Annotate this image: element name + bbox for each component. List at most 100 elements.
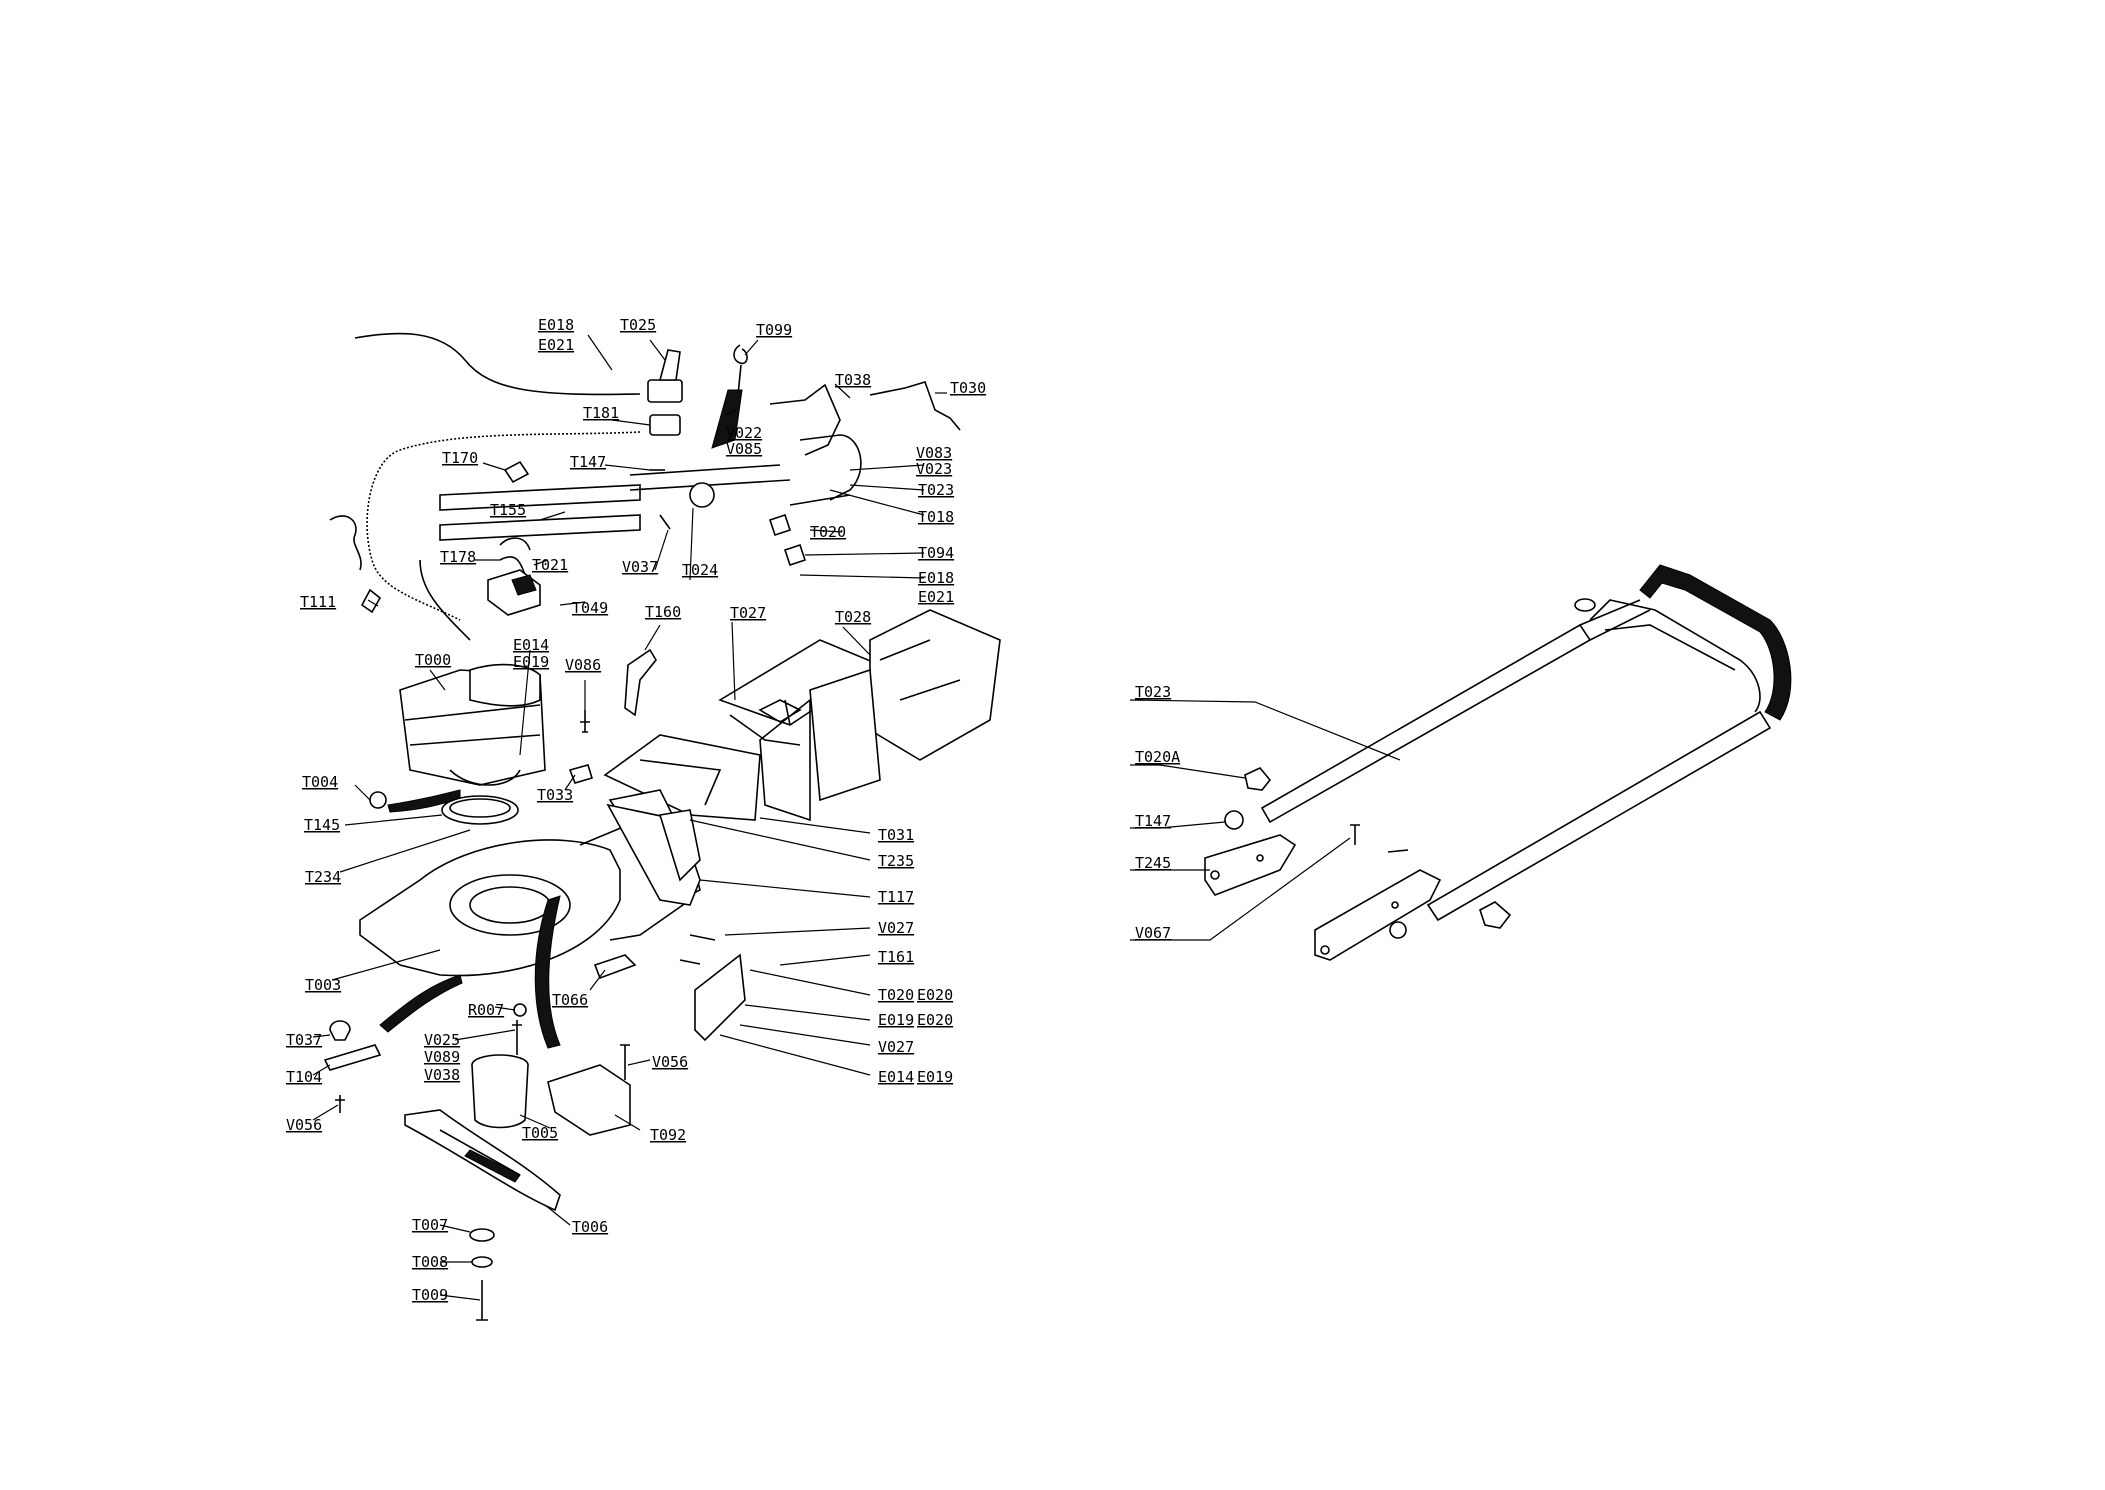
part-label-t007: T007 [412,1216,448,1234]
part-label-v037: V037 [622,558,658,576]
part-label-v085: V085 [726,440,762,458]
part-label-t049: T049 [572,599,608,617]
part-label-t025: T025 [620,316,656,334]
part-label-v056-a: V056 [652,1053,688,1071]
part-label-t147-a: T147 [570,453,606,471]
bolt-right [1387,849,1409,853]
part-label-t000: T000 [415,651,451,669]
part-label-e019-b: E019 [878,1011,914,1029]
rubber-strap [534,895,561,1049]
clip [329,1020,351,1041]
part-label-e019-a: E019 [513,653,549,671]
part-label-t031: T031 [878,826,914,844]
part-label-t006: T006 [572,1218,608,1236]
handle-knob-t147 [1224,810,1244,830]
part-label-v067: V067 [1135,924,1171,942]
part-label-e018-b: E018 [918,569,954,587]
part-label-v025: V025 [424,1031,460,1049]
control-rod [769,381,961,456]
blade-adapter [471,1054,529,1129]
deck-bracket [593,954,637,980]
handle-grip [1639,564,1792,721]
part-label-t020a: T020A [1135,748,1180,766]
part-t094 [783,543,807,567]
part-label-t020-a: T020 [810,523,846,541]
part-label-v056-b: V056 [286,1116,322,1134]
handle-tube-upper [1260,623,1592,824]
handle-clip [1574,598,1596,612]
catcher-frame-inner [758,699,802,723]
handle-knob-right [1479,901,1512,929]
part-label-t027: T027 [730,604,766,622]
part-label-t020-b: T020 [878,986,914,1004]
knob-t024 [689,482,715,508]
part-label-t147-b: T147 [1135,812,1171,830]
part-label-t161: T161 [878,948,914,966]
knob-lower [1389,921,1407,939]
part-label-e014-a: E014 [513,636,549,654]
screw-v056-b [620,1044,630,1080]
screw-v037 [659,514,671,530]
handle-leader-lines [1129,699,1401,941]
spring [733,344,748,396]
handle-bracket-right [1314,869,1442,961]
grass-catcher-bag [759,609,1001,822]
part-label-r007: R007 [468,1001,504,1019]
handle-bar [439,484,641,541]
part-label-t111: T111 [300,593,336,611]
handle-assembly-view [1204,564,1792,961]
part-label-t117: T117 [878,888,914,906]
part-label-t155: T155 [490,501,526,519]
part-label-t009: T009 [412,1286,448,1304]
part-label-t030: T030 [950,379,986,397]
part-label-v023: V023 [916,460,952,478]
part-label-t024: T024 [682,561,718,579]
cutting-blade [404,1109,561,1212]
part-label-t099: T099 [756,321,792,339]
part-label-v022: V022 [726,424,762,442]
bolt-v027 [679,934,716,965]
part-label-t003: T003 [305,976,341,994]
part-label-e019-c: E019 [917,1068,953,1086]
bolt-v038 [512,1020,522,1055]
part-label-t094: T094 [918,544,954,562]
washer-r007 [513,1003,527,1017]
part-label-v038: V038 [424,1066,460,1084]
wire-clamp [499,537,531,576]
brake-cable [366,431,641,621]
part-label-e014-b: E014 [878,1068,914,1086]
handle-bracket [694,953,746,1042]
part-label-t178: T178 [440,548,476,566]
chute-plug [568,764,594,784]
handle-bracket-t245 [1204,834,1297,896]
belt-ring [441,795,519,825]
part-label-e018-a: E018 [538,316,574,334]
part-label-t023-b: T023 [1135,683,1171,701]
part-label-t005: T005 [522,1124,558,1142]
spring-coil [711,389,743,449]
switch-box [487,569,541,616]
bolt-v067 [1350,824,1360,845]
bracket-t020 [768,513,792,537]
handle-tube-lower [1426,710,1772,922]
throttle-lever [647,349,683,436]
part-label-v089: V089 [424,1048,460,1066]
mower-assembly-exploded-view [323,332,1001,1321]
grip-switch [329,515,382,614]
discharge-flap [658,809,701,882]
wire-harness [419,559,471,641]
leader-lines [312,334,947,1301]
washer-t007 [469,1228,495,1242]
part-label-t145: T145 [304,816,340,834]
part-label-t170: T170 [442,449,478,467]
part-label-t092: T092 [650,1126,686,1144]
part-label-e020-b: E020 [917,1011,953,1029]
washer-t008 [471,1256,493,1268]
part-label-t038: T038 [835,371,871,389]
cable-clip [503,460,530,484]
part-label-t023-a: T023 [918,481,954,499]
discharge-chute [603,734,761,821]
part-label-e021-a: E021 [538,336,574,354]
